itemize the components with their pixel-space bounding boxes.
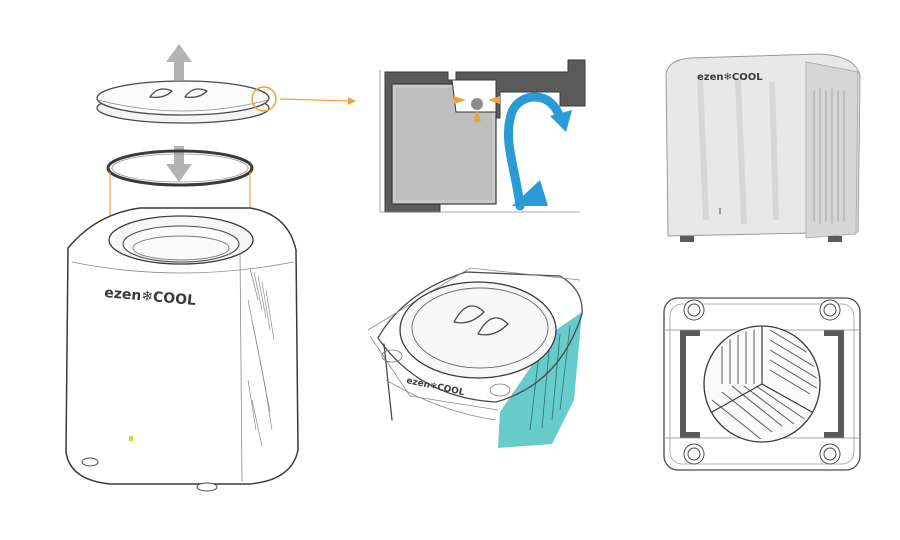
seal-detail-section xyxy=(379,59,586,213)
render-side-vents xyxy=(813,88,845,224)
detail-leader-arrow xyxy=(279,97,356,105)
indicator-light xyxy=(129,436,133,441)
main-body xyxy=(65,207,299,492)
lid xyxy=(96,80,277,124)
foot-left xyxy=(81,457,99,467)
side-vent-hatching xyxy=(247,267,275,447)
bottom-view-sketch xyxy=(663,297,861,471)
bracket-right xyxy=(824,330,844,438)
top-perspective-sketch: ezen❄COOL xyxy=(367,267,583,448)
foot-right xyxy=(196,482,218,492)
gasket-cross-section xyxy=(471,98,483,110)
airflow-arrow-icon xyxy=(504,92,572,211)
arrow-down-icon xyxy=(166,146,192,182)
arrow-up-icon xyxy=(166,44,192,80)
bracket-left xyxy=(680,330,700,438)
exploded-view: ezen❄COOL xyxy=(65,44,356,492)
rendered-view: ezen❄COOL xyxy=(665,53,861,242)
fan-grille xyxy=(703,325,821,443)
gasket-ring xyxy=(106,149,254,187)
brand-logo-main: ezen❄COOL xyxy=(104,285,197,309)
render-foot-left xyxy=(680,236,694,242)
seal-force-arrows xyxy=(454,96,500,122)
brand-logo-render: ezen❄COOL xyxy=(697,72,763,83)
corner-feet xyxy=(683,299,841,465)
render-foot-right xyxy=(828,236,842,242)
